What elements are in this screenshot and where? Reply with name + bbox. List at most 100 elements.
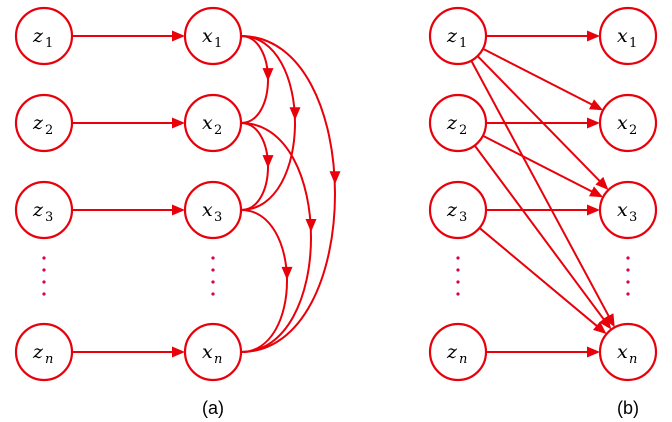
arrowhead-icon bbox=[593, 321, 607, 335]
ellipsis-dot bbox=[211, 292, 215, 296]
arrowhead-icon bbox=[588, 99, 604, 111]
node-subscript: n bbox=[459, 352, 467, 367]
arrowhead-icon bbox=[603, 313, 615, 328]
arrowhead-icon bbox=[595, 176, 609, 190]
arrowhead-icon bbox=[172, 204, 185, 216]
node-subscript: 3 bbox=[214, 210, 222, 225]
ellipsis-dot bbox=[211, 268, 215, 272]
panel-caption: (a) bbox=[202, 398, 224, 418]
arrowhead-icon bbox=[587, 346, 600, 358]
node-circle bbox=[14, 180, 74, 240]
arrowhead-icon bbox=[172, 117, 185, 129]
ellipsis-dot bbox=[42, 292, 46, 296]
node-subscript: 1 bbox=[629, 36, 637, 51]
ellipsis-dot bbox=[456, 280, 460, 284]
edge bbox=[470, 60, 613, 323]
arrowhead-icon bbox=[329, 171, 341, 185]
curved-edge bbox=[240, 35, 336, 353]
ellipsis-dot bbox=[42, 268, 46, 272]
arrowhead-icon bbox=[587, 30, 600, 42]
arrowhead-icon bbox=[587, 204, 600, 216]
ellipsis-dot bbox=[211, 280, 215, 284]
arrowhead-icon bbox=[172, 30, 185, 42]
node-subscript: 2 bbox=[45, 123, 53, 138]
node-circle bbox=[428, 322, 488, 382]
node-circle bbox=[14, 6, 74, 66]
ellipsis-dot bbox=[42, 256, 46, 260]
node-subscript: 3 bbox=[45, 210, 53, 225]
edge bbox=[482, 134, 599, 196]
curved-edge bbox=[240, 35, 269, 124]
node-label: z bbox=[32, 112, 44, 134]
arrowhead-icon bbox=[305, 219, 317, 233]
node-subscript: 2 bbox=[214, 123, 222, 138]
node-label: z bbox=[446, 199, 458, 221]
node-label: z bbox=[32, 341, 44, 363]
ellipsis-dot bbox=[42, 280, 46, 284]
ellipsis-dot bbox=[456, 292, 460, 296]
node-circle bbox=[183, 93, 243, 153]
node-label: z bbox=[32, 199, 44, 221]
node-label: z bbox=[446, 341, 458, 363]
edge bbox=[478, 227, 603, 331]
edge bbox=[476, 55, 605, 187]
node-label: x bbox=[617, 112, 628, 134]
node-label: x bbox=[617, 341, 628, 363]
node-subscript: 3 bbox=[629, 210, 637, 225]
node-circle bbox=[598, 93, 658, 153]
node-label: x bbox=[202, 25, 213, 47]
curved-edge bbox=[240, 209, 288, 353]
arrowhead-icon bbox=[587, 117, 600, 129]
node-circle bbox=[428, 6, 488, 66]
node-circle bbox=[598, 6, 658, 66]
node-circle bbox=[14, 322, 74, 382]
edge bbox=[482, 47, 599, 109]
arrowhead-icon bbox=[599, 315, 612, 330]
ellipsis-dot bbox=[211, 256, 215, 260]
arrowhead-icon bbox=[588, 186, 604, 198]
ellipsis-dot bbox=[626, 256, 630, 260]
node-subscript: n bbox=[45, 352, 53, 367]
node-circle bbox=[598, 322, 658, 382]
node-label: z bbox=[32, 25, 44, 47]
node-circle bbox=[183, 6, 243, 66]
node-label: x bbox=[617, 25, 628, 47]
ellipsis-dot bbox=[626, 292, 630, 296]
node-label: x bbox=[202, 112, 213, 134]
ellipsis-dot bbox=[626, 280, 630, 284]
node-circle bbox=[428, 93, 488, 153]
curved-edge bbox=[240, 35, 296, 211]
node-label: x bbox=[202, 341, 213, 363]
node-circle bbox=[428, 180, 488, 240]
arrowhead-icon bbox=[289, 107, 301, 121]
edge bbox=[473, 144, 609, 326]
node-subscript: 2 bbox=[629, 123, 637, 138]
node-subscript: 1 bbox=[45, 36, 53, 51]
node-subscript: 3 bbox=[459, 210, 467, 225]
arrowhead-icon bbox=[281, 266, 293, 280]
node-circle bbox=[598, 180, 658, 240]
node-circle bbox=[183, 180, 243, 240]
curved-edge bbox=[240, 122, 269, 211]
node-label: z bbox=[446, 112, 458, 134]
arrowhead-icon bbox=[262, 68, 274, 82]
ellipsis-dot bbox=[456, 256, 460, 260]
node-subscript: 1 bbox=[459, 36, 467, 51]
